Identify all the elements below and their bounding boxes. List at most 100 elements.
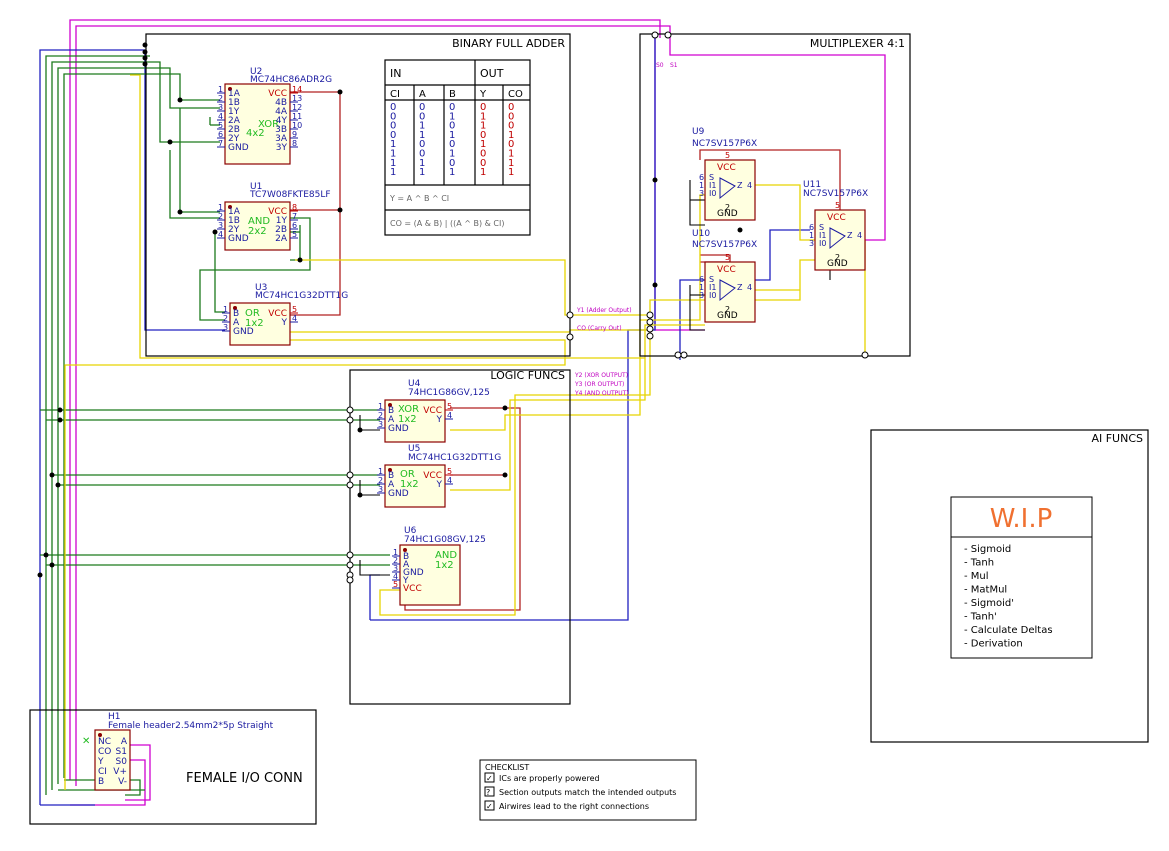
tt-cell-co-7: 1 — [508, 167, 514, 178]
net-y2: Y2 (XOR OUTPUT) — [574, 372, 628, 379]
mux2-gnd-num: 2 — [835, 253, 840, 262]
u4-lpin-1: A — [388, 415, 395, 425]
u6-lnum-4: 5 — [393, 580, 398, 589]
tt-col-b: B — [449, 89, 456, 100]
mux1-gnd-num: 2 — [725, 305, 730, 314]
tt-cell-co-5: 1 — [508, 149, 514, 160]
net-s0: S0 — [656, 62, 664, 69]
u5-lpin-0: B — [388, 471, 394, 481]
u3-size: 1x2 — [245, 318, 264, 329]
u1-part: TC7W08FKTE85LF — [249, 190, 331, 200]
tt-cell-y-7: 1 — [480, 167, 486, 178]
u3-rnum-0: 5 — [292, 305, 297, 314]
tt-cell-ci-1: 0 — [390, 111, 396, 122]
chip-u1: U1 TC7W08FKTE85LF AND 2x2 1A11B22Y3GND4V… — [217, 182, 331, 251]
mux1-gnd: GND — [717, 311, 738, 321]
u3-lnum-1: 2 — [223, 314, 228, 323]
checklist-mark: ✓ — [486, 802, 493, 811]
mux1-s: S — [709, 275, 714, 284]
u5-lnum-2: 3 — [378, 485, 383, 494]
section-boxes — [29, 33, 1149, 825]
wip-item: - Calculate Deltas — [964, 625, 1053, 636]
u2-rnum-0: 14 — [292, 85, 302, 94]
tt-cell-ci-7: 1 — [390, 167, 396, 178]
u6-lnum-1: 2 — [393, 556, 398, 565]
u2-lnum-1: 2 — [218, 94, 223, 103]
u2-lnum-0: 1 — [218, 85, 223, 94]
hollow-junctions — [346, 31, 869, 584]
tt-cell-y-0: 0 — [480, 102, 486, 113]
u9-ref: U9 — [692, 127, 705, 137]
h1-lpin-4: B — [98, 777, 104, 787]
u3-lpin-2: GND — [233, 327, 254, 337]
u6-lpin-0: B — [403, 552, 409, 562]
checklist-box — [484, 800, 495, 811]
wip-card: W.I.P - Sigmoid- Tanh- Mul- MatMul- Sigm… — [950, 496, 1093, 659]
mux0-i0: I0 — [709, 189, 716, 198]
u3-ref: U3 — [255, 283, 267, 293]
full-adder-title: BINARY FULL ADDER — [452, 37, 565, 50]
mux1-i0-num: 3 — [699, 291, 704, 300]
u6-lpin-4: VCC — [403, 584, 422, 594]
u2-lnum-5: 6 — [218, 130, 223, 139]
h1-rpin-2: S0 — [116, 757, 128, 767]
u2-rpin-1: 4B — [275, 98, 287, 108]
io-title: FEMALE I/O CONN — [186, 771, 303, 786]
tt-cell-y-4: 1 — [480, 139, 486, 150]
u3-rnum-1: 4 — [292, 314, 297, 323]
u3-lnum-2: 3 — [223, 323, 228, 332]
u4-rnum-1: 4 — [447, 411, 452, 420]
checklist-item-label: Section outputs match the intended outpu… — [499, 788, 676, 797]
truth-table: IN OUT CI A B Y CO 000011110011001101010… — [384, 59, 531, 236]
u1-lnum-2: 3 — [218, 221, 223, 230]
u5-part: MC74HC1G32DTT1G — [408, 453, 501, 463]
tt-cell-a-0: 0 — [419, 102, 425, 113]
u6-func: AND — [435, 550, 457, 561]
wip-item: - MatMul — [964, 585, 1007, 596]
u3-rpin-0: VCC — [268, 309, 287, 319]
wip-item: - Derivation — [964, 639, 1023, 650]
u2-lpin-3: 2A — [228, 116, 241, 126]
tt-cell-b-6: 0 — [449, 158, 455, 169]
checklist-item-label: Airwires lead to the right connections — [499, 802, 649, 811]
chip-h1: H1 Female header2.54mm2*5p Straight NCCO… — [82, 712, 274, 791]
u6-size: 1x2 — [435, 560, 454, 571]
u5-ref: U5 — [408, 444, 420, 454]
h1-rpin-3: V+ — [113, 767, 127, 777]
u5-lnum-1: 2 — [378, 476, 383, 485]
mux1-z-num: 4 — [747, 283, 752, 292]
u5-rnum-0: 5 — [447, 467, 452, 476]
tt-cell-b-3: 1 — [449, 130, 455, 141]
mux-box — [639, 33, 911, 357]
ai-title: AI FUNCS — [1091, 432, 1143, 445]
mux2-gnd: GND — [827, 259, 848, 269]
mux0-i1: I1 — [709, 181, 716, 190]
tt-cell-y-2: 1 — [480, 121, 486, 132]
mux0-vcc: VCC — [717, 163, 736, 173]
u2-rpin-3: 4Y — [276, 116, 288, 126]
tt-cell-b-7: 1 — [449, 167, 455, 178]
u3-rpin-1: Y — [281, 318, 288, 328]
nc-x-mark: ✕ — [82, 736, 90, 747]
checklist: CHECKLIST ✓ICs are properly powered?Sect… — [479, 759, 697, 821]
u2-rpin-2: 4A — [275, 107, 288, 117]
tt-cell-co-0: 0 — [508, 102, 514, 113]
mux2-i0: I0 — [819, 239, 826, 248]
u4-rpin-0: VCC — [423, 406, 442, 416]
u1-lpin-2: 2Y — [228, 225, 240, 235]
u2-rpin-5: 3A — [275, 134, 288, 144]
checklist-mark: ✓ — [486, 774, 493, 783]
h1-lpin-3: CI — [98, 767, 107, 777]
net-y1: Y1 (Adder Output) — [576, 307, 632, 314]
h1-lpin-2: Y — [97, 757, 104, 767]
u5-rpin-0: VCC — [423, 471, 442, 481]
checklist-mark: ? — [486, 788, 490, 797]
mux0-i0-num: 3 — [699, 189, 704, 198]
u1-lpin-0: 1A — [228, 207, 241, 217]
u5-lnum-0: 1 — [378, 467, 383, 476]
u1-lpin-3: GND — [228, 234, 249, 244]
